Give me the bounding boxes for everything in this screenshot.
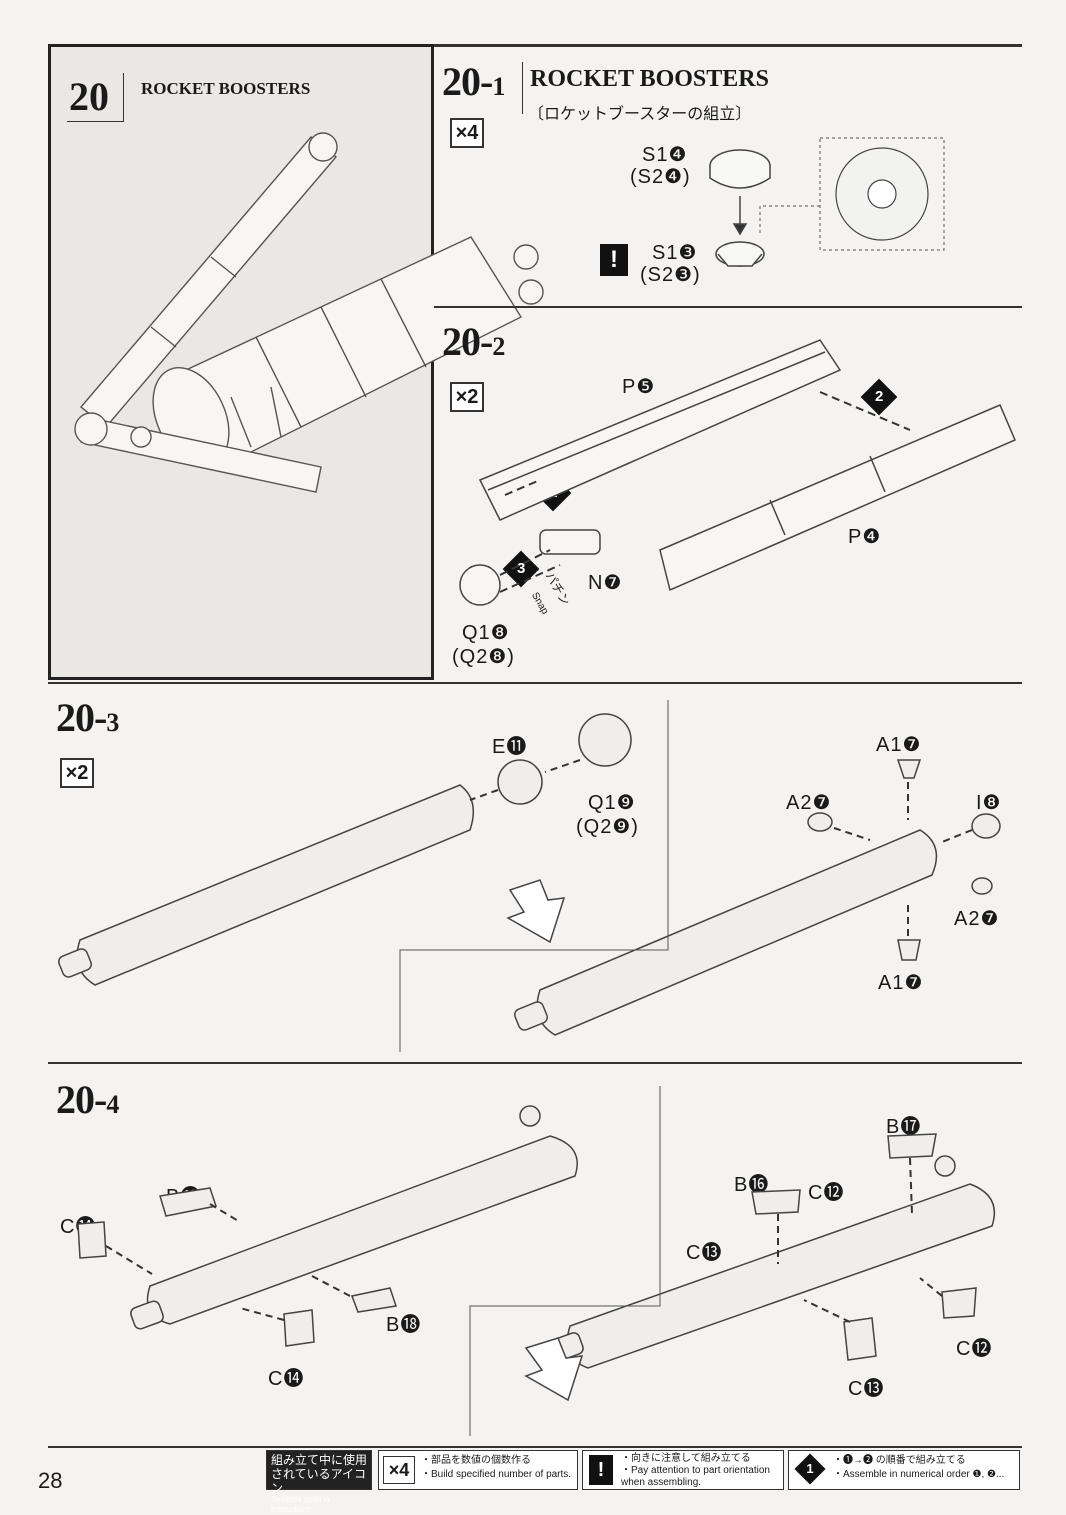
legend-item-caution: ! ・向きに注意して組み立てる ・Pay attention to part o…: [582, 1450, 784, 1490]
part-label-c13-top: C⓭: [686, 1242, 723, 1264]
step20-1-title: ROCKET BOOSTERS: [530, 66, 769, 92]
step20-panel: 20 ROCKET BOOSTERS: [48, 44, 544, 680]
part-label-s1-3: S1❸: [652, 242, 698, 264]
part-label-c12-right: C⓬: [956, 1338, 993, 1360]
multiplier-badge: ×4: [450, 118, 484, 148]
part-label-p4: P❹: [848, 526, 882, 548]
legend-title-box: 組み立て中に使用されているアイコン Symbols used in instru…: [266, 1450, 372, 1514]
caution-icon: !: [600, 244, 628, 276]
part-label-a1-7-bottom: A1❼: [878, 972, 924, 994]
legend-caution-jp: ・向きに注意して組み立てる: [621, 1453, 751, 1464]
part-label-n7: N❼: [588, 572, 623, 594]
legend-caution-en: ・Pay attention to part orientation when …: [621, 1465, 770, 1488]
step20-3-heading: 20-3: [56, 694, 119, 741]
legend-title-en: Symbols used in instructions: [271, 1495, 330, 1514]
step20-4-parts-drawing: [77, 1086, 996, 1436]
step20-1-sub: 1: [492, 72, 506, 101]
part-label-s2-3: (S2❸): [640, 264, 701, 286]
step20-2-number: 20-: [442, 319, 493, 364]
legend-multiplier-en: ・Build specified number of parts.: [421, 1469, 572, 1480]
step20-3-number: 20-: [56, 695, 107, 740]
rocket-boosters-illustration: [74, 132, 544, 493]
step20-title: ROCKET BOOSTERS: [141, 79, 311, 98]
part-label-p5: P❺: [622, 376, 656, 398]
part-label-s1-4: S1❹: [642, 144, 688, 166]
page-number: 28: [38, 1468, 63, 1493]
caution-icon: !: [589, 1455, 613, 1485]
part-label-q1-8: Q1❽: [462, 622, 510, 644]
step20-3-parts-drawing: [58, 700, 1001, 1052]
rule-20-1: [434, 306, 1022, 308]
step20-4-sub: 4: [106, 1090, 120, 1119]
part-label-e11: E⓫: [492, 736, 528, 758]
legend-title-jp: 組み立て中に使用されているアイコン: [271, 1453, 368, 1495]
step20-4-heading: 20-4: [56, 1076, 119, 1123]
part-label-q2-8: (Q2❽): [452, 646, 515, 668]
top-rule: [48, 44, 1022, 47]
part-label-b16: B⓰: [734, 1174, 770, 1196]
step20-2-sub: 2: [492, 332, 506, 361]
part-label-i8: I❽: [976, 792, 1002, 814]
step20-1-divider: [522, 62, 523, 114]
part-label-q1-9: Q1❾: [588, 792, 636, 814]
part-label-a1-7-top: A1❼: [876, 734, 922, 756]
step20-1-parts-drawing: [709, 137, 945, 267]
part-label-s2-4: (S2❹): [630, 166, 691, 188]
part-label-c13-bottom: C⓭: [848, 1378, 885, 1400]
step20-4-number: 20-: [56, 1077, 107, 1122]
step20-3-sub: 3: [106, 708, 120, 737]
multiplier-badge: ×2: [450, 382, 484, 412]
footer-rule: [48, 1446, 1022, 1448]
step20-2-heading: 20-2: [442, 318, 505, 365]
legend-item-multiplier: ×4 ・部品を数値の個数作る ・Build specified number o…: [378, 1450, 578, 1490]
part-label-b17: B⓱: [886, 1116, 922, 1138]
part-label-b18: B⓲: [386, 1314, 422, 1336]
rule-20-2: [48, 682, 1022, 684]
step20-2-parts-drawing: [459, 339, 1016, 606]
legend-multiplier-jp: ・部品を数値の個数作る: [421, 1455, 531, 1466]
legend-order-en: ・Assemble in numerical order ❶, ❷...: [833, 1469, 1005, 1480]
order-icon: 1: [794, 1453, 826, 1485]
multiplier-badge: ×2: [60, 758, 94, 788]
step20-1-heading: 20-1: [442, 58, 505, 105]
part-label-a2-7-left: A2❼: [786, 792, 832, 814]
rule-20-3: [48, 1062, 1022, 1064]
step20-number-box: 20: [67, 73, 124, 122]
multiplier-icon: ×4: [383, 1456, 415, 1484]
step20-number: 20: [69, 74, 109, 119]
legend-order-jp: ・❶→❷ の順番で組み立てる: [833, 1455, 966, 1466]
step20-1-subtitle: 〔ロケットブースターの組立〕: [528, 106, 752, 123]
part-label-q2-9: (Q2❾): [576, 816, 639, 838]
step20-1-number: 20-: [442, 59, 493, 104]
part-label-a2-7-right: A2❼: [954, 908, 1000, 930]
part-label-c14-bottom: C⓮: [268, 1368, 305, 1390]
legend-item-order: 1 ・❶→❷ の順番で組み立てる ・Assemble in numerical …: [788, 1450, 1020, 1490]
part-label-c12-top: C⓬: [808, 1182, 845, 1204]
